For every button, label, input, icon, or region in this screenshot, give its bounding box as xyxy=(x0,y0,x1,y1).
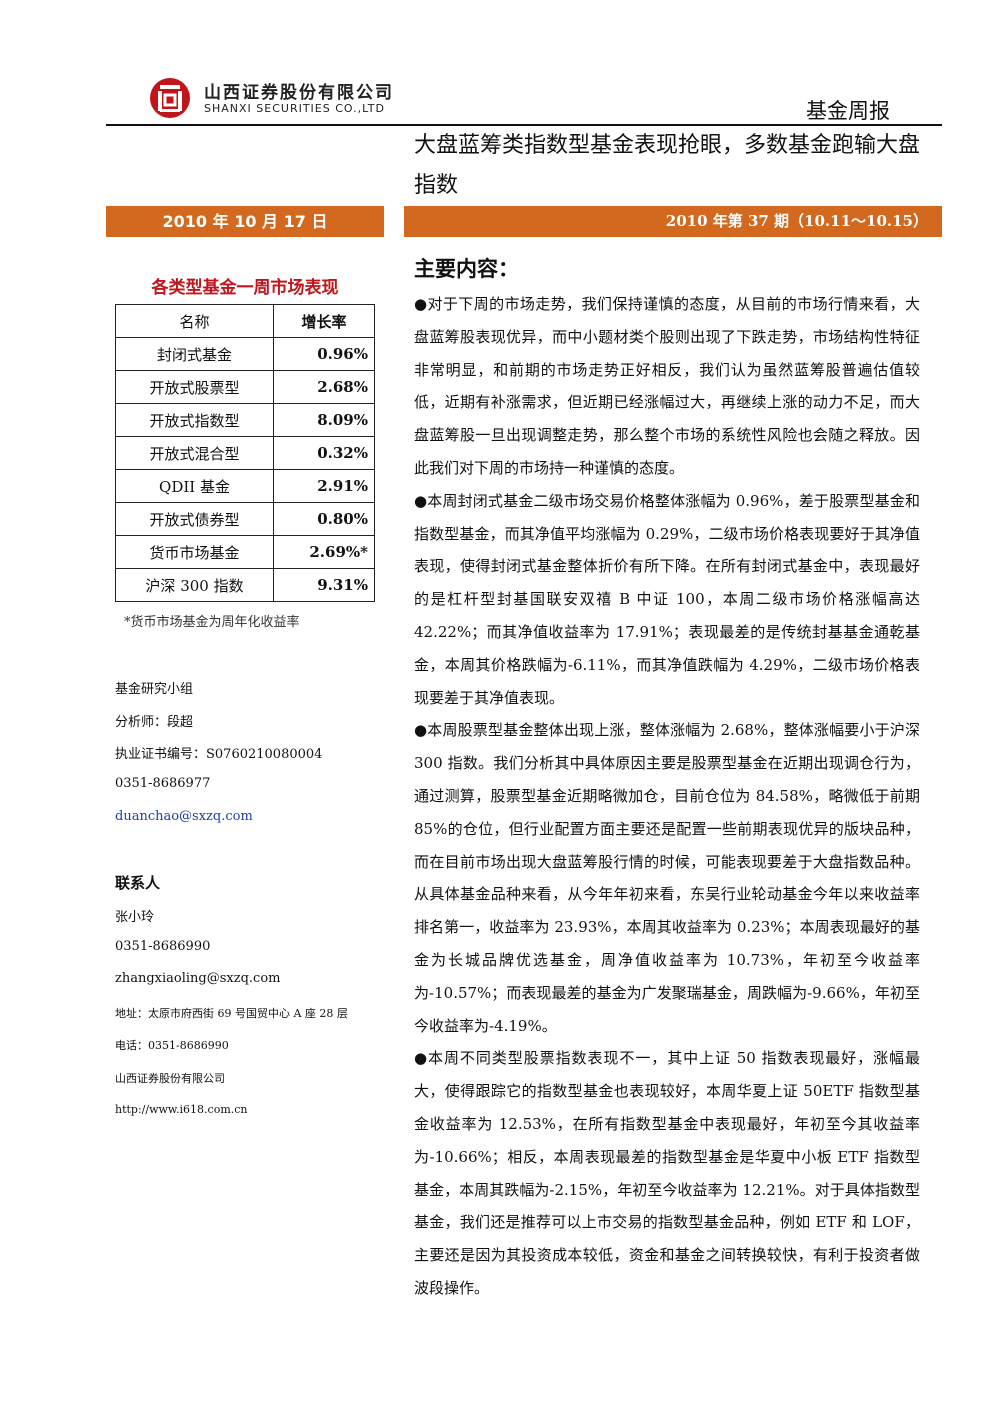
content-paragraph: ●对于下周的市场走势，我们保持谨慎的态度，从目前的市场行情来看，大盘蓝筹股表现优… xyxy=(414,295,920,477)
contact-email: zhangxiaoling@sxzq.com xyxy=(115,971,281,986)
fund-type-cell: QDII 基金 xyxy=(114,469,275,503)
report-type: 基金周报 xyxy=(806,99,890,123)
company-logo-icon xyxy=(150,78,190,118)
contact-name: 张小玲 xyxy=(115,910,155,925)
company-name-footer: 山西证券股份有限公司 xyxy=(115,1072,225,1085)
growth-rate-cell: 8.09% xyxy=(273,403,375,437)
fund-type-cell: 开放式指数型 xyxy=(114,403,275,437)
certificate-number: 执业证书编号：S0760210080004 xyxy=(115,747,323,762)
company-website[interactable]: http://www.i618.com.cn xyxy=(115,1103,248,1116)
issue-label: 2010 年第 37 期（10.11～10.15） xyxy=(665,212,928,230)
table-row: 封闭式基金 0.96% xyxy=(114,337,375,371)
analyst-email-link[interactable]: duanchao@sxzq.com xyxy=(115,809,253,824)
research-group: 基金研究小组 xyxy=(115,682,194,697)
table-title: 各类型基金一周市场表现 xyxy=(151,278,339,298)
column-header-name: 名称 xyxy=(114,304,275,338)
table-header-row: 名称 增长率 xyxy=(114,304,375,338)
company-name-cn: 山西证券股份有限公司 xyxy=(204,83,394,103)
table-row: 沪深 300 指数 9.31% xyxy=(114,568,375,602)
growth-rate-cell: 0.32% xyxy=(273,436,375,470)
content-paragraph: ●本周股票型基金整体出现上涨，整体涨幅为 2.68%，整体涨幅要小于沪深 300… xyxy=(414,721,920,1035)
header-divider xyxy=(106,124,942,126)
report-headline: 大盘蓝筹类指数型基金表现抢眼，多数基金跑输大盘指数 xyxy=(414,133,921,198)
fund-type-cell: 开放式混合型 xyxy=(114,436,275,470)
table-row: 开放式股票型 2.68% xyxy=(114,370,375,404)
fund-type-cell: 货币市场基金 xyxy=(114,535,275,569)
analyst-name: 分析师：段超 xyxy=(115,715,194,730)
contact-phone: 0351-8686990 xyxy=(115,939,211,954)
company-tel: 电话：0351-8686990 xyxy=(115,1039,229,1052)
company-name-en: SHANXI SECURITIES CO.,LTD xyxy=(204,102,385,115)
growth-rate-cell: 0.96% xyxy=(273,337,375,371)
analyst-phone: 0351-8686977 xyxy=(115,776,211,791)
main-content-title: 主要内容： xyxy=(414,257,519,281)
table-row: 开放式指数型 8.09% xyxy=(114,403,375,437)
table-footnote: *货币市场基金为周年化收益率 xyxy=(124,615,300,630)
fund-performance-table: 名称 增长率 封闭式基金 0.96% 开放式股票型 2.68% 开放式指数型 8… xyxy=(114,304,375,602)
content-paragraph: ●本周不同类型股票指数表现不一，其中上证 50 指数表现最好，涨幅最大，使得跟踪… xyxy=(414,1049,920,1297)
fund-type-cell: 开放式股票型 xyxy=(114,370,275,404)
growth-rate-cell: 2.68% xyxy=(273,370,375,404)
fund-type-cell: 沪深 300 指数 xyxy=(114,568,275,602)
column-header-growth: 增长率 xyxy=(273,304,375,338)
contact-heading: 联系人 xyxy=(115,874,161,892)
growth-rate-cell: 2.91% xyxy=(273,469,375,503)
fund-type-cell: 开放式债券型 xyxy=(114,502,275,536)
table-row: 开放式债券型 0.80% xyxy=(114,502,375,536)
growth-rate-cell: 9.31% xyxy=(273,568,375,602)
date-bar: 2010 年 10 月 17 日 xyxy=(106,206,384,237)
growth-rate-cell: 2.69%* xyxy=(273,535,375,569)
content-paragraph: ●本周封闭式基金二级市场交易价格整体涨幅为 0.96%，差于股票型基金和指数型基… xyxy=(414,491,920,707)
fund-type-cell: 封闭式基金 xyxy=(114,337,275,371)
table-row: 货币市场基金 2.69%* xyxy=(114,535,375,569)
issue-bar: 2010 年第 37 期（10.11～10.15） xyxy=(404,206,942,237)
company-address: 地址：太原市府西街 69 号国贸中心 A 座 28 层 xyxy=(115,1007,348,1020)
table-row: QDII 基金 2.91% xyxy=(114,469,375,503)
table-row: 开放式混合型 0.32% xyxy=(114,436,375,470)
main-content-body: ●对于下周的市场走势，我们保持谨慎的态度，从目前的市场行情来看，大盘蓝筹股表现优… xyxy=(414,288,920,1305)
growth-rate-cell: 0.80% xyxy=(273,502,375,536)
